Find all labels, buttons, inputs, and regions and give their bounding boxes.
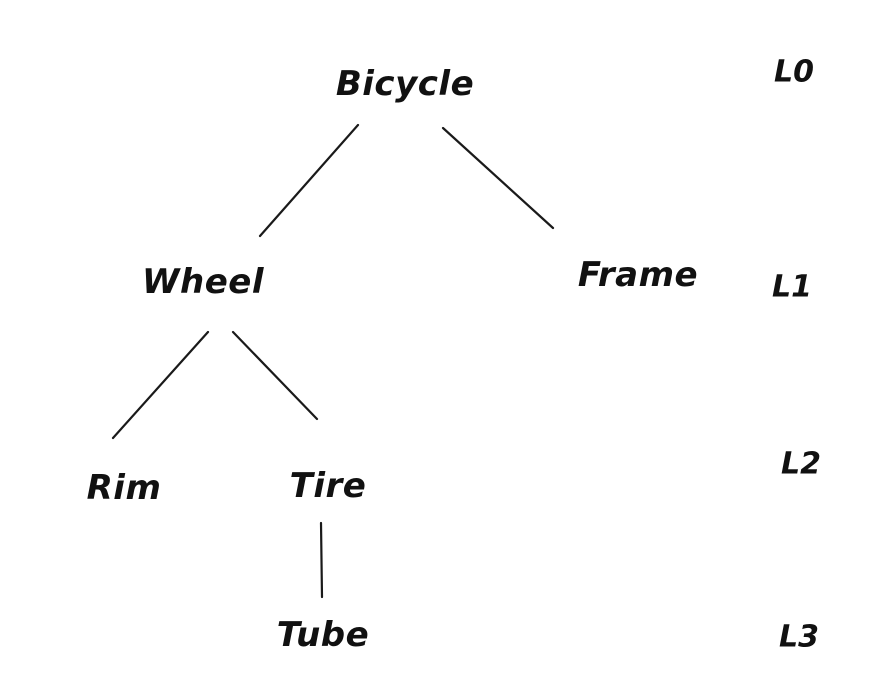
level-label-l3: L3: [779, 619, 819, 655]
node-rim: Rim: [86, 468, 162, 508]
edge-bicycle-to-frame: [441, 126, 555, 230]
node-bicycle: Bicycle: [335, 64, 475, 104]
node-tire: Tire: [289, 466, 367, 506]
edge-bicycle-to-wheel: [258, 123, 360, 238]
node-frame: Frame: [577, 255, 699, 295]
node-tube: Tube: [276, 615, 370, 655]
level-label-l1: L1: [772, 269, 812, 305]
edge-wheel-to-rim: [111, 330, 210, 440]
level-label-l2: L2: [781, 446, 821, 482]
edge-wheel-to-tire: [231, 330, 319, 421]
edge-tire-to-tube: [319, 521, 324, 599]
level-label-l0: L0: [774, 54, 814, 90]
node-wheel: Wheel: [142, 262, 264, 302]
